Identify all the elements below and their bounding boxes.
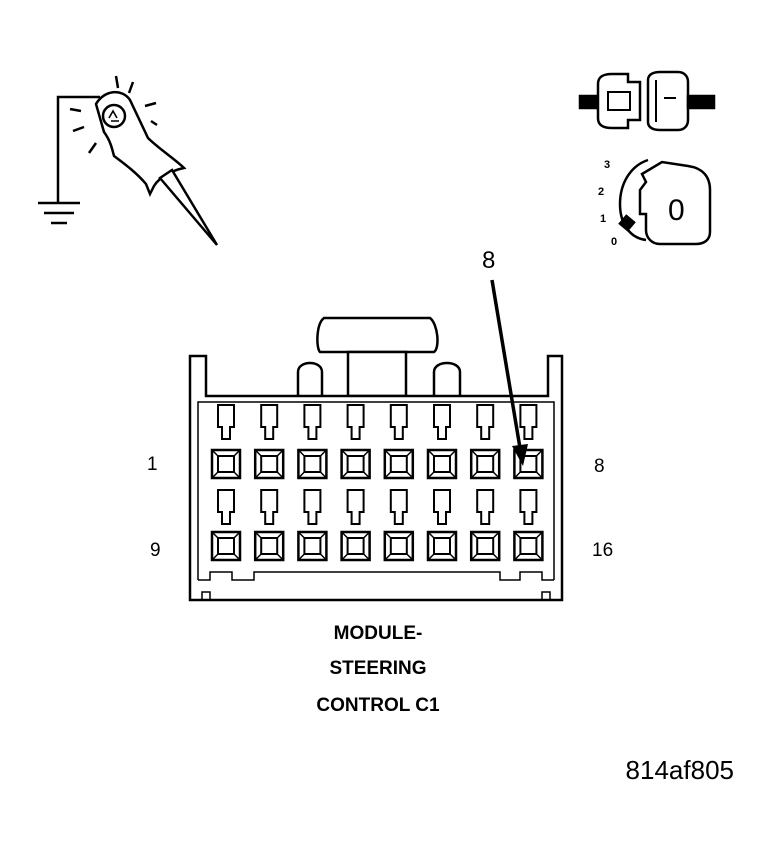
connector-title-line-3: CONTROL C1 bbox=[316, 695, 440, 716]
dial-position-labels: 3 2 1 0 bbox=[598, 159, 617, 248]
connector-pin-array bbox=[210, 404, 544, 562]
pin-cavity-12 bbox=[340, 489, 371, 562]
ground-symbol-icon bbox=[38, 95, 100, 225]
pin-cavity-3 bbox=[297, 404, 328, 480]
disconnect-connector-icon bbox=[578, 70, 716, 132]
dial-position-3: 3 bbox=[604, 159, 610, 171]
pin-cavity-8 bbox=[513, 404, 544, 480]
dial-position-2: 2 bbox=[598, 186, 604, 198]
pin-cavity-15 bbox=[469, 489, 501, 562]
callout-pin-number: 8 bbox=[482, 247, 495, 274]
figure-id: 814af805 bbox=[626, 755, 734, 785]
connector-title-line-1: MODULE- bbox=[334, 623, 423, 644]
pin-cavity-6 bbox=[426, 404, 458, 480]
pin-cavity-1 bbox=[210, 404, 242, 480]
pin-label-1: 1 bbox=[147, 454, 158, 475]
pin-cavity-2 bbox=[253, 404, 285, 480]
pin-cavity-9 bbox=[210, 489, 242, 562]
pin-cavity-16 bbox=[513, 489, 544, 562]
pin-cavity-11 bbox=[297, 489, 328, 562]
knob-position-label: 0 bbox=[668, 194, 685, 227]
pin-cavity-14 bbox=[426, 489, 458, 562]
test-light-probe-icon bbox=[38, 75, 219, 246]
pin-cavity-7 bbox=[469, 404, 501, 480]
pin-cavity-5 bbox=[383, 404, 415, 480]
callout-arrow bbox=[490, 279, 528, 466]
connector-title-line-2: STEERING bbox=[329, 658, 426, 679]
dial-position-0: 0 bbox=[611, 236, 617, 248]
pin-cavity-13 bbox=[383, 489, 415, 562]
pin-label-9: 9 bbox=[150, 540, 161, 561]
ignition-switch-icon: 3 2 1 0 0 bbox=[598, 158, 712, 248]
dial-position-1: 1 bbox=[600, 213, 606, 225]
pin-cavity-10 bbox=[253, 489, 285, 562]
pin-label-16: 16 bbox=[592, 540, 613, 561]
pin-label-8: 8 bbox=[594, 456, 605, 477]
pin-cavity-4 bbox=[340, 404, 371, 480]
